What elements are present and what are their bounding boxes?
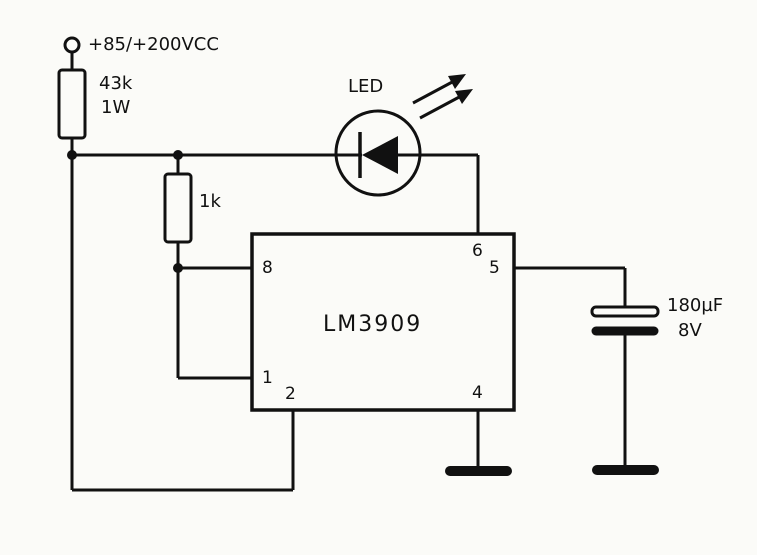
r1-value-label: 43k <box>99 73 133 94</box>
ic-pin-8-label: 8 <box>262 258 273 278</box>
resistor-1k <box>163 172 193 244</box>
ic-pin-4-label: 4 <box>472 383 483 403</box>
supply-terminal <box>63 36 81 54</box>
ic-pin-1-label: 1 <box>262 368 273 388</box>
led-label: LED <box>348 76 384 97</box>
c1-value-label: 180µF <box>667 295 724 316</box>
capacitor-positive-plate <box>590 305 660 318</box>
c1-voltage-label: 8V <box>678 320 702 341</box>
ic-lm3909-body <box>250 232 516 412</box>
r2-value-label: 1k <box>199 191 221 212</box>
led-triangle <box>362 136 398 174</box>
ic-name-label: LM3909 <box>323 312 423 337</box>
ic-pin-5-label: 5 <box>489 258 500 278</box>
supply-label: +85/+200VCC <box>88 34 219 55</box>
r1-power-label: 1W <box>101 97 131 118</box>
resistor-43k <box>57 68 87 140</box>
ic-pin-6-label: 6 <box>472 241 483 261</box>
light-arrows-icon <box>412 74 473 120</box>
ic-pin-2-label: 2 <box>285 384 296 404</box>
